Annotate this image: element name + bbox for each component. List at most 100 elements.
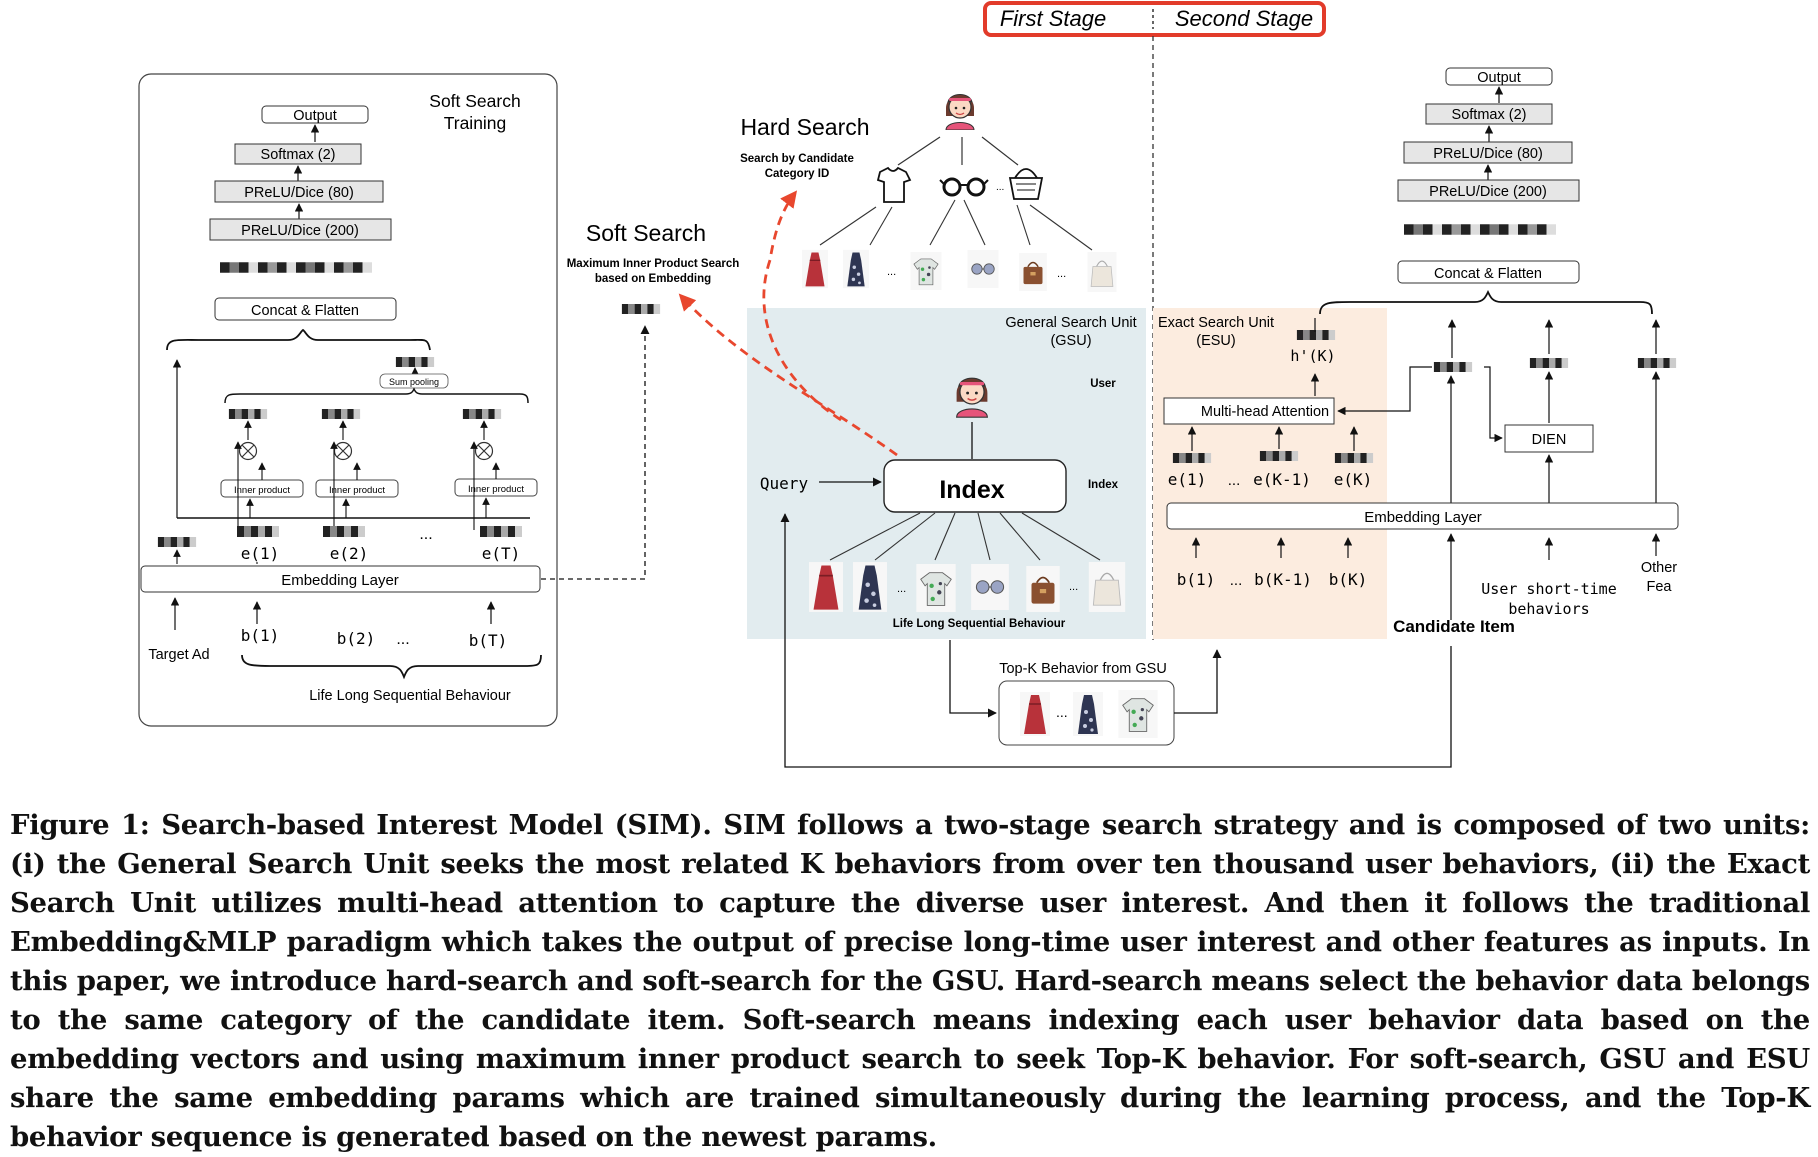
e2-vector-icon bbox=[323, 526, 365, 537]
gsu-title-line2: (GSU) bbox=[1050, 333, 1091, 349]
tree-dress-thumbnail bbox=[802, 249, 828, 289]
gsu-bag-thumbnail bbox=[1025, 566, 1061, 612]
esu-ellipsis-2: ... bbox=[1230, 572, 1243, 589]
tree-ellipsis-1: ... bbox=[887, 266, 896, 278]
topk-block: Top-K Behavior from GSU ... bbox=[780, 513, 1452, 768]
tree-bag-thumbnail bbox=[1018, 253, 1048, 291]
rt-prelu200-box bbox=[1397, 179, 1580, 202]
sst-output-label: Output bbox=[293, 108, 337, 124]
esu-panel: Exact Search Unit (ESU) h'(K) Multi-head… bbox=[1153, 308, 1387, 639]
gsu-lifelong-label: Life Long Sequential Behaviour bbox=[893, 618, 1066, 630]
other-fea-line2: Fea bbox=[1647, 579, 1673, 595]
sst-embedding-layer-box bbox=[140, 565, 541, 593]
weighted-vector-2-icon bbox=[321, 409, 361, 419]
query-label: Query bbox=[760, 474, 809, 493]
tree-user-avatar-icon bbox=[945, 93, 975, 130]
target-ad-label: Target Ad bbox=[148, 647, 209, 663]
soft-search-training-panel: Soft Search Training Output Softmax (2) … bbox=[138, 73, 558, 727]
tree-glasses-thumbnail bbox=[966, 250, 1000, 288]
rt-output-label: Output bbox=[1477, 70, 1521, 86]
esu-bk-label: b(K) bbox=[1329, 570, 1368, 589]
sst-pooled-vector-icon bbox=[395, 357, 435, 367]
sst-b1-label: b(1) bbox=[241, 626, 280, 645]
hard-search-title: Hard Search bbox=[740, 114, 869, 140]
sst-e1-label: e(1) bbox=[241, 544, 280, 563]
right-mlp-tower: Output Softmax (2) PReLU/Dice (80) PReLU… bbox=[1166, 67, 1679, 636]
dien-box bbox=[1504, 424, 1594, 453]
category-tree: ... ... ... bbox=[802, 93, 1118, 292]
e1-vector-icon bbox=[237, 526, 279, 537]
rt-prelu80-label: PReLU/Dice (80) bbox=[1433, 146, 1543, 162]
sst-pool-brace bbox=[224, 387, 529, 404]
sst-e2-label: e(2) bbox=[330, 544, 369, 563]
esu-ek-label: e(K) bbox=[1334, 470, 1373, 489]
sst-ellipsis-2: ... bbox=[396, 631, 409, 648]
soft-search-block: Soft Search Maximum Inner Product Search… bbox=[567, 220, 739, 314]
et-vector-icon bbox=[480, 526, 522, 537]
esu-e1-vector-icon bbox=[1172, 453, 1212, 463]
weighted-vector-t-icon bbox=[462, 409, 502, 419]
soft-search-sub2: based on Embedding bbox=[595, 273, 711, 285]
candidate-item-label: Candidate Item bbox=[1393, 617, 1515, 636]
gsu-index-label: Index bbox=[1088, 479, 1119, 491]
target-ad-vector-icon bbox=[157, 537, 197, 547]
esu-bk1-label: b(K-1) bbox=[1254, 570, 1312, 589]
sst-title-line1: Soft Search bbox=[429, 91, 520, 111]
rt-prelu80-box bbox=[1403, 141, 1573, 164]
rt-dien-vector-icon bbox=[1529, 358, 1569, 368]
rt-embedding-layer-box bbox=[1166, 502, 1679, 530]
multiply-1-icon bbox=[238, 441, 258, 461]
multi-head-attention-box bbox=[1163, 397, 1335, 425]
gsu-user-label: User bbox=[1090, 378, 1116, 390]
sim-diagram: First Stage Second Stage Soft Search Tra… bbox=[138, 1, 1679, 768]
gsu-ellipsis-1: ... bbox=[897, 583, 906, 595]
stage-header: First Stage Second Stage bbox=[983, 1, 1326, 640]
hk-vector-icon bbox=[1296, 330, 1336, 340]
topk-ellipsis: ... bbox=[1056, 704, 1068, 720]
sst-prelu80-box bbox=[214, 180, 384, 203]
sst-prelu200-box bbox=[209, 218, 392, 241]
rt-other-vector-icon bbox=[1637, 358, 1677, 368]
sst-prelu80-label: PReLU/Dice (80) bbox=[244, 185, 354, 201]
user-short-line2: behaviors bbox=[1508, 600, 1589, 618]
sst-bt-label: b(T) bbox=[469, 631, 508, 650]
esu-background bbox=[1153, 308, 1387, 639]
sst-embedding-layer-label: Embedding Layer bbox=[281, 572, 399, 589]
gsu-dress-thumbnail bbox=[809, 562, 843, 612]
gsu-glasses-thumbnail bbox=[970, 564, 1010, 610]
soft-search-title: Soft Search bbox=[586, 220, 706, 246]
hk-label: h'(K) bbox=[1290, 347, 1335, 365]
inner-product-2-label: Inner product bbox=[329, 485, 385, 496]
esu-title-line2: (ESU) bbox=[1196, 333, 1235, 349]
gsu-tote-thumbnail bbox=[1088, 562, 1126, 612]
sst-softmax-box bbox=[234, 143, 362, 165]
sst-concat-brace bbox=[166, 328, 431, 351]
glasses-icon bbox=[939, 177, 989, 197]
tshirt-icon bbox=[876, 166, 912, 203]
esu-ek1-vector-icon bbox=[1259, 451, 1299, 461]
index-box-label: Index bbox=[939, 476, 1004, 504]
sst-et-label: e(T) bbox=[482, 544, 521, 563]
sst-concat-box bbox=[214, 297, 397, 321]
gsu-dress2-thumbnail bbox=[853, 562, 887, 612]
rt-mlp-input-vector-icon bbox=[1404, 224, 1556, 235]
hard-search-sub2: Category ID bbox=[765, 168, 830, 180]
sst-concat-label: Concat & Flatten bbox=[251, 303, 359, 319]
hard-search-block: Hard Search Search by Candidate Category… bbox=[740, 114, 869, 180]
sst-behaviour-brace bbox=[241, 654, 542, 680]
esu-ek1-label: e(K-1) bbox=[1253, 470, 1311, 489]
embedding-to-softsearch-connector bbox=[541, 325, 650, 580]
first-stage-label: First Stage bbox=[1000, 6, 1106, 31]
esu-ek-vector-icon bbox=[1334, 453, 1374, 463]
inner-product-1-label: Inner product bbox=[234, 485, 290, 496]
rt-embedding-layer-label: Embedding Layer bbox=[1364, 509, 1482, 526]
sim-architecture-figure: First Stage Second Stage Soft Search Tra… bbox=[138, 1, 1679, 768]
candidate-query-loop bbox=[780, 513, 1452, 768]
esu-title-line1: Exact Search Unit bbox=[1158, 315, 1274, 331]
rt-softmax-label: Softmax (2) bbox=[1452, 107, 1527, 123]
rt-prelu200-label: PReLU/Dice (200) bbox=[1429, 184, 1547, 200]
gsu-ellipsis-2: ... bbox=[1069, 581, 1078, 593]
soft-search-vector-icon bbox=[621, 304, 661, 314]
sst-lifelong-label: Life Long Sequential Behaviour bbox=[309, 688, 511, 704]
sst-ellipsis-1: ... bbox=[419, 526, 432, 543]
